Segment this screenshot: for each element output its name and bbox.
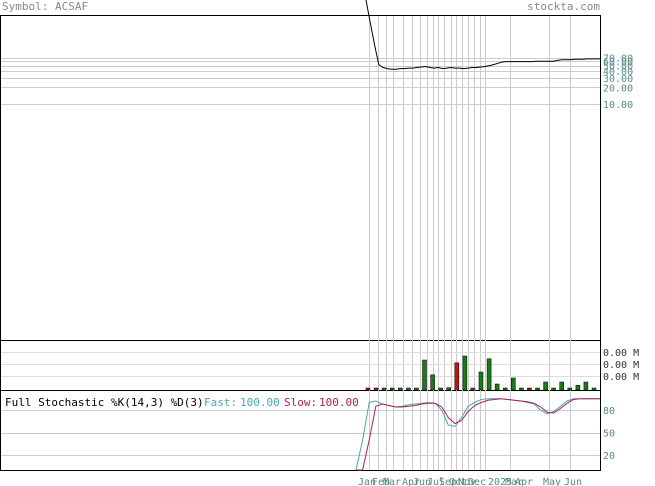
volume-bar bbox=[462, 355, 468, 391]
stochastic-panel-frame bbox=[0, 390, 601, 471]
volume-gridlines bbox=[1, 352, 600, 377]
volume-bar bbox=[470, 387, 476, 391]
volume-tick-label: 0.00 M bbox=[603, 372, 639, 383]
price-tick-label: 20.00 bbox=[603, 83, 633, 94]
x-axis-label: Sep bbox=[439, 477, 457, 486]
site-link[interactable]: stockta.com bbox=[527, 0, 600, 13]
volume-bar bbox=[373, 387, 379, 391]
x-axis-label: Feb bbox=[372, 477, 390, 486]
volume-bar bbox=[406, 387, 411, 391]
volume-bar bbox=[365, 387, 371, 391]
stochastic-axis-ticks: 80 50 20 bbox=[603, 406, 615, 462]
price-tick-label: 70.00 bbox=[603, 54, 633, 65]
volume-tick-label: 0.00 M bbox=[603, 348, 639, 359]
volume-bar bbox=[381, 387, 387, 391]
volume-bar bbox=[478, 371, 484, 391]
x-axis-label: Apr bbox=[515, 477, 533, 486]
volume-bar bbox=[567, 387, 573, 391]
x-axis-label: Mar bbox=[505, 477, 523, 486]
volume-bar bbox=[438, 387, 443, 391]
volume-bar bbox=[575, 384, 581, 391]
x-axis-label: Jun bbox=[413, 477, 431, 486]
volume-bar bbox=[519, 387, 524, 391]
stochastic-tick-label: 20 bbox=[603, 451, 615, 462]
price-tick-label: 40.00 bbox=[603, 67, 633, 78]
volume-bar bbox=[486, 358, 492, 391]
volume-bar bbox=[494, 383, 500, 391]
price-tick-label: 10.00 bbox=[603, 100, 633, 111]
x-axis-label: Jun bbox=[564, 477, 582, 486]
stochastic-tick-label: 80 bbox=[603, 406, 615, 417]
price-tick-label: 50.00 bbox=[603, 62, 633, 73]
volume-bar bbox=[527, 387, 532, 391]
fast-value: 100.00 bbox=[240, 396, 280, 409]
x-axis-label: Nov bbox=[458, 477, 476, 486]
x-axis-label: 2025 bbox=[488, 477, 512, 486]
x-axis-label: Jul bbox=[427, 477, 445, 486]
volume-bar bbox=[422, 359, 427, 391]
volume-bar bbox=[559, 381, 564, 391]
volume-bar bbox=[454, 362, 460, 391]
volume-bar bbox=[446, 387, 451, 391]
volume-axis-ticks: 0.00 M0.00 M0.00 M bbox=[603, 348, 639, 383]
vertical-gridlines bbox=[369, 16, 571, 470]
stochastic-lines bbox=[355, 398, 600, 471]
slow-label: Slow: bbox=[284, 396, 317, 409]
price-gridlines bbox=[1, 58, 600, 105]
stochastic-fast-line bbox=[355, 398, 600, 471]
volume-tick-label: 0.00 M bbox=[603, 360, 639, 371]
x-axis-label: Jan bbox=[358, 477, 376, 486]
stochastic-title: Full Stochastic %K(14,3) %D(3) bbox=[5, 396, 204, 409]
x-axis-label: May bbox=[543, 477, 561, 486]
volume-bars bbox=[365, 355, 597, 391]
stochastic-gridlines bbox=[1, 410, 600, 456]
stochastic-slow-line bbox=[356, 398, 600, 471]
volume-bar bbox=[543, 381, 548, 391]
price-line-group bbox=[365, 0, 600, 70]
volume-bar bbox=[535, 387, 540, 391]
volume-bar bbox=[398, 387, 403, 391]
price-line bbox=[365, 0, 600, 70]
volume-bar bbox=[389, 387, 395, 391]
fast-label: Fast: bbox=[204, 396, 237, 409]
slow-value: 100.00 bbox=[319, 396, 359, 409]
volume-bar bbox=[551, 387, 556, 391]
volume-bar bbox=[502, 387, 508, 391]
x-axis-label: Oct bbox=[449, 477, 467, 486]
x-axis-label: Mar bbox=[383, 477, 401, 486]
volume-bar bbox=[414, 387, 419, 391]
volume-bar bbox=[591, 387, 597, 391]
x-axis-label: Dec bbox=[468, 477, 486, 486]
price-tick-label: 60.00 bbox=[603, 57, 633, 68]
stochastic-tick-label: 50 bbox=[603, 429, 615, 440]
volume-bar bbox=[511, 377, 516, 391]
symbol-label: Symbol: ACSAF bbox=[2, 0, 89, 13]
volume-bar bbox=[583, 381, 589, 391]
volume-bar bbox=[430, 374, 435, 391]
x-axis-label: Apr bbox=[402, 477, 420, 486]
price-tick-label: 30.00 bbox=[603, 74, 633, 85]
